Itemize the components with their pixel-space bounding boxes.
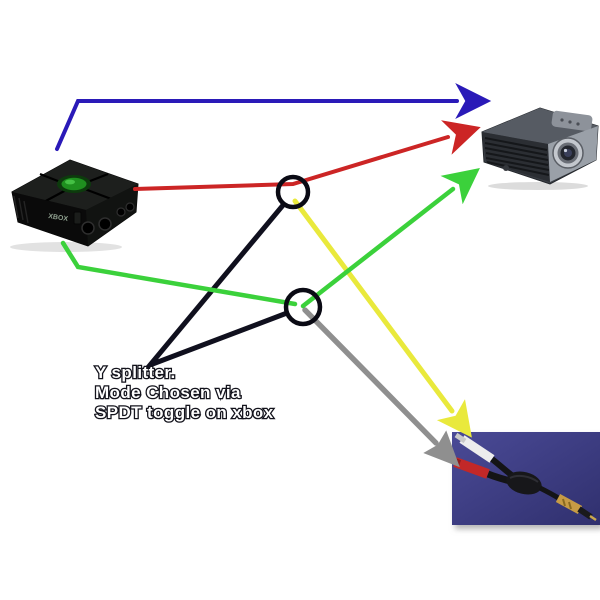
cable-white-rca-plug [459, 435, 495, 463]
cable-red-rca-tip [452, 457, 462, 466]
xbox-port-3 [116, 207, 126, 217]
green-arrow-line [300, 167, 480, 309]
projector-vent-slats [484, 137, 550, 176]
cable-plug-tip [577, 506, 593, 520]
projector-shadow [488, 182, 588, 190]
projector-image [476, 98, 600, 192]
projector-graphic [481, 107, 599, 190]
red-arrow-line [133, 120, 481, 191]
xbox-eject-panel [73, 211, 82, 225]
annotation-line-2: Mode Chosen via [95, 383, 241, 402]
cable-plug-pin [589, 514, 597, 522]
xbox-front-left-face [12, 192, 88, 246]
splitter-circle-1 [275, 174, 311, 210]
xbox-x-groove [39, 172, 115, 204]
xbox-console-graphic: XBOX [10, 159, 139, 252]
blue-arrow-line [55, 83, 492, 151]
xbox-shadow [10, 242, 122, 252]
xbox-port-4 [125, 202, 135, 212]
cable-red-rca-plug [453, 457, 490, 479]
xbox-jewel-glint [65, 179, 75, 185]
av-cable-graphic [452, 432, 600, 525]
xbox-jewel-icon [61, 177, 87, 191]
xbox-port-2 [98, 217, 112, 231]
splitter-circle-2 [283, 287, 323, 327]
projector-button-1 [560, 118, 564, 122]
projector-lens-glint [563, 148, 568, 153]
projector-foot [503, 165, 509, 171]
annotation-line-3: SPDT toggle on xbox [95, 403, 274, 422]
callout-lines [141, 202, 288, 371]
gray-arrow-line [302, 307, 460, 468]
av-cable-image [452, 432, 600, 525]
xbox-console-image: XBOX [4, 150, 142, 254]
cable-hub-highlight [509, 474, 539, 483]
projector-button-3 [576, 122, 580, 126]
cable-gold-ring-2 [568, 501, 572, 510]
cable-gold-ring-1 [562, 498, 566, 507]
annotation-line-1: Y splitter. [95, 363, 176, 382]
xbox-front-label: XBOX [48, 213, 69, 223]
projector-button-2 [568, 120, 572, 124]
projector-vent-face [482, 132, 550, 182]
projector-control-panel [551, 110, 593, 132]
yellow-arrow-line [292, 198, 472, 438]
xbox-vent-ridges [13, 195, 29, 224]
xbox-front-right-face [86, 184, 138, 246]
xbox-port-1 [81, 221, 95, 235]
